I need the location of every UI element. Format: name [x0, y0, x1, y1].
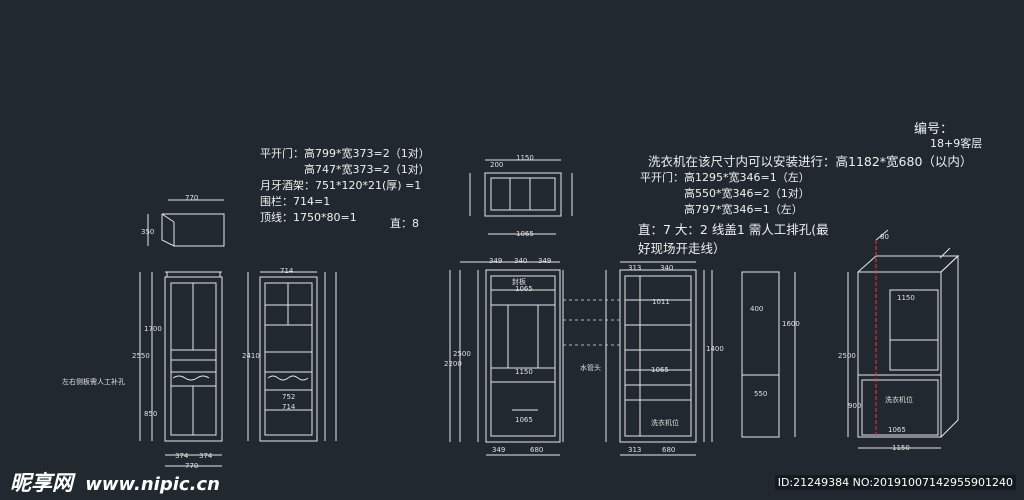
side-panel-label: 左右侧板需人工补孔 [62, 378, 125, 386]
door-line-2: 高550*宽346=2（1对） [684, 187, 810, 200]
isometric-cabinet [847, 229, 960, 449]
dim-label: 900 [848, 402, 862, 410]
label-washer-c: 洗衣机位 [885, 396, 913, 404]
dim-label: 1065 [651, 366, 669, 374]
top-plan-middle [469, 159, 573, 235]
dim-label: 1700 [144, 325, 162, 333]
dim-label: 850 [144, 410, 158, 418]
note-zhi-left: 直：8 [390, 217, 419, 230]
dim-label: 770 [185, 194, 199, 202]
dim-label: 1065 [515, 285, 533, 293]
dim-label: 374 [175, 452, 189, 460]
dim-label: 1150 [516, 154, 534, 162]
label-fengban: 封板 [512, 278, 526, 286]
dim-label: 2410 [242, 352, 260, 360]
notes-right-doors: 平开门：高1295*宽346=1（左） 高550*宽346=2（1对） 高797… [640, 170, 810, 218]
dim-label: 1400 [706, 345, 724, 353]
dim-label: 1150 [897, 294, 915, 302]
door-line-1: 平开门：高1295*宽346=1（左） [640, 171, 810, 184]
dim-label: 770 [185, 462, 199, 470]
side-panel-view [741, 271, 796, 438]
dim-label: 1065 [516, 230, 534, 238]
note-line-1: 平开门：高799*宽373=2（1对） [260, 147, 430, 160]
code-value: 18+9客层 [930, 137, 983, 150]
zhi-line-2: 好现场开走线） [638, 241, 726, 256]
notes-left: 平开门：高799*宽373=2（1对） 高747*宽373=2（1对） 月牙酒架… [260, 146, 430, 226]
dim-label: 374 [199, 452, 213, 460]
note-line-3: 月牙酒架：751*120*21(厚) =1 [260, 179, 422, 192]
dim-label: 349 [492, 446, 506, 454]
cabinet-front-4 [605, 261, 713, 456]
dim-label: 80 [880, 233, 889, 241]
watermark: 昵享网 www.nipic.cn [10, 467, 220, 497]
top-profile-small [147, 199, 225, 247]
note-line-5: 顶线：1750*80=1 [260, 211, 357, 224]
dim-label: 313 [628, 446, 642, 454]
dim-label: 2500 [453, 350, 471, 358]
dim-label: 680 [530, 446, 544, 454]
cabinet-front-3 [449, 261, 564, 456]
door-line-3: 高797*宽346=1（左） [684, 203, 803, 216]
dim-label: 1600 [782, 320, 800, 328]
dim-label: 2550 [132, 352, 150, 360]
label-shuiguan: 水管头 [580, 364, 601, 372]
dim-label: 400 [750, 305, 764, 313]
dim-label: 200 [490, 161, 504, 169]
cabinet-section-2 [247, 271, 337, 442]
code-label: 编号： [914, 122, 954, 137]
dim-label: 1065 [515, 416, 533, 424]
dim-label: 350 [141, 228, 155, 236]
dim-label: 752 [282, 393, 296, 401]
dim-label: 550 [754, 390, 768, 398]
image-id: ID:21249384 NO:20191007142955901240 [774, 475, 1016, 490]
watermark-logo: 昵享网 [10, 471, 73, 495]
dim-label: 340 [660, 264, 674, 272]
watermark-url: www.nipic.cn [85, 474, 220, 495]
dim-label: 2200 [444, 360, 462, 368]
dim-label: 313 [628, 264, 642, 272]
cabinet-front-1 [139, 271, 223, 467]
dim-label: 1150 [515, 368, 533, 376]
dim-label: 1011 [652, 298, 670, 306]
dim-label: 714 [282, 403, 296, 411]
dim-label: 349 [538, 257, 552, 265]
note-line-4: 围栏：714=1 [260, 195, 331, 208]
washer-note: 洗衣机在该尺寸内可以安装进行：高1182*宽680（以内） [648, 154, 973, 169]
dim-label: 349 [489, 257, 503, 265]
dim-label: 2500 [838, 352, 856, 360]
zhi-line-1: 直：7 大：2 线盖1 需人工排孔(最 [638, 222, 829, 237]
dim-label: 1065 [888, 426, 906, 434]
dim-label: 340 [514, 257, 528, 265]
notes-right-zhi: 直：7 大：2 线盖1 需人工排孔(最 好现场开走线） [638, 220, 829, 258]
dim-label: 714 [280, 267, 294, 275]
label-washer-a: 洗衣机位 [651, 419, 679, 427]
note-line-2: 高747*宽373=2（1对） [304, 163, 430, 176]
dim-label: 680 [662, 446, 676, 454]
dim-label: 1150 [892, 444, 910, 452]
